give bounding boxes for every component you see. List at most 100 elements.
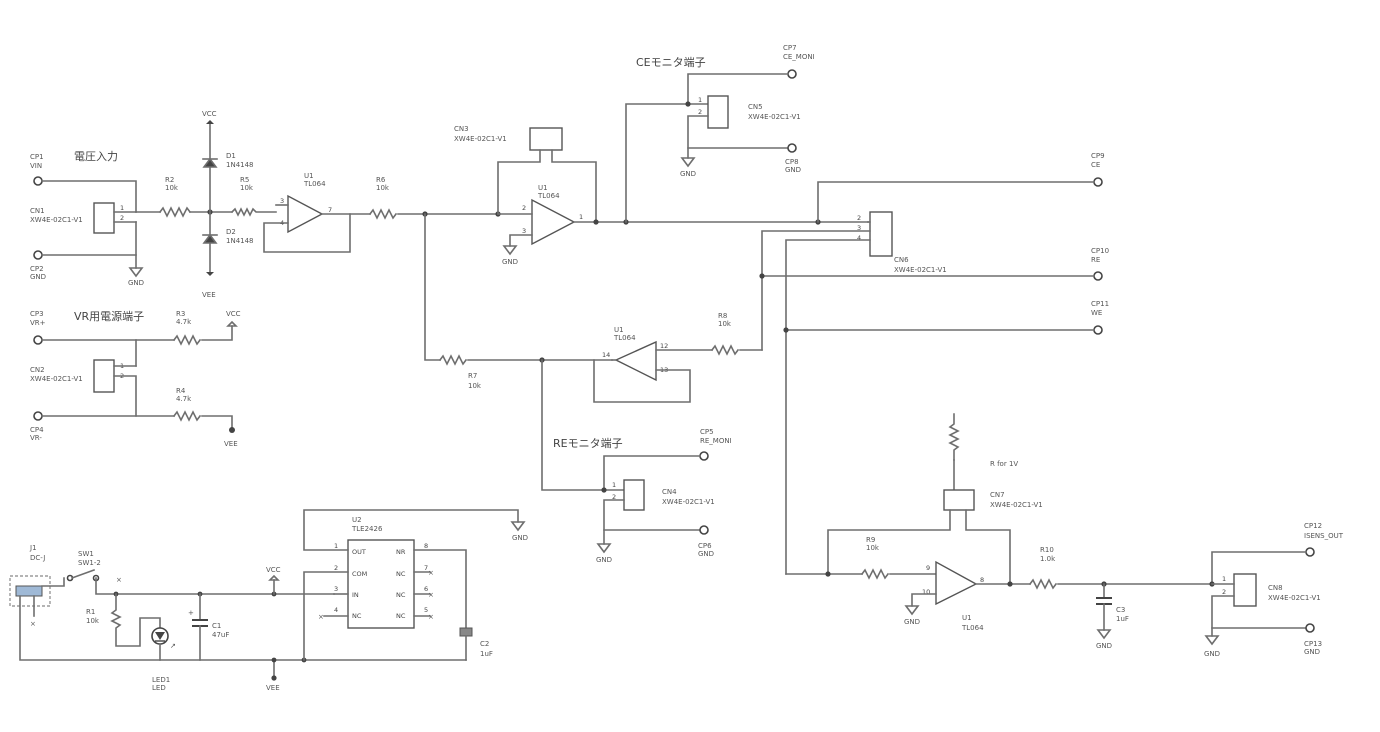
svg-text:8: 8 — [980, 576, 984, 584]
u1d-part: TL064 — [961, 624, 984, 632]
cn6-part: XW4E-02C1-V1 — [894, 266, 947, 274]
cp3-terminal — [33, 335, 43, 345]
r5-ref: R5 — [240, 176, 249, 184]
r8-ref: R8 — [718, 312, 727, 320]
opamp-u1a-stage: 3 4 7 U1 TL064 R6 10k — [263, 172, 501, 253]
r3-value: 4.7k — [176, 318, 192, 326]
cp1-ref: CP1 — [30, 153, 44, 161]
capacitor-c2 — [459, 627, 473, 637]
d2-part: 1N4148 — [226, 237, 254, 245]
wire-vin — [41, 180, 137, 213]
svg-text:IN: IN — [352, 591, 359, 599]
svg-text:1: 1 — [120, 204, 124, 212]
c1-value: 47uF — [212, 631, 229, 639]
svg-text:1: 1 — [334, 542, 338, 550]
svg-text:↗: ↗ — [170, 642, 176, 650]
resistor-r4 — [172, 410, 202, 422]
svg-text:NC: NC — [396, 612, 406, 620]
svg-text:GND: GND — [128, 279, 144, 287]
svg-text:5: 5 — [424, 606, 428, 614]
cp7-terminal — [787, 69, 797, 79]
svg-text:GND: GND — [904, 618, 920, 626]
resistor-r6 — [368, 208, 398, 220]
u1b-part: TL064 — [537, 192, 560, 200]
resistor-r-for-1v — [948, 413, 960, 461]
r7-ref: R7 — [468, 372, 477, 380]
cp13-terminal — [1305, 623, 1315, 633]
current-sense-section: R for 1V CN7 XW4E-02C1-V1 R9 10k 9 10 8 … — [785, 413, 1344, 658]
led1-ref: LED1 — [152, 676, 170, 684]
c2-ref: C2 — [480, 640, 489, 648]
cp4-terminal — [33, 411, 43, 421]
re-monitor-section: REモニタ端子 CP5 RE_MONI 1 2 CN4 XW4E-02C1-V1… — [541, 359, 732, 564]
svg-text:1: 1 — [612, 481, 616, 489]
cp4-net: VR- — [30, 434, 42, 442]
ce-monitor-section: CEモニタ端子 CP7 CE_MONI 1 2 CN5 XW4E-02C1-V1… — [625, 44, 815, 223]
svg-text:GND: GND — [680, 170, 696, 178]
c3-ref: C3 — [1116, 606, 1125, 614]
vr-supply-section: VR用電源端子 CP3 VR+ R3 4.7k VCC CN2 XW4E-02C… — [30, 309, 241, 448]
j1-part: DC-J — [30, 554, 45, 562]
resistor-r3 — [172, 334, 202, 346]
cp1-net: VIN — [30, 162, 42, 170]
input-section: 電圧入力 CP1 VIN CN1 XW4E-02C1-V1 1 2 CP2 GN… — [30, 110, 277, 299]
cp9-ref: CP9 — [1091, 152, 1105, 160]
opamp-u1-tia — [935, 560, 978, 606]
cp12-net: ISENS_OUT — [1304, 532, 1344, 540]
svg-text:2: 2 — [334, 564, 338, 572]
cp8-ref: CP8 — [785, 158, 799, 166]
power-switch — [70, 568, 96, 580]
svg-text:OUT: OUT — [352, 548, 366, 556]
r6-ref: R6 — [376, 176, 386, 184]
r4-value: 4.7k — [176, 395, 192, 403]
cn2-part: XW4E-02C1-V1 — [30, 375, 83, 383]
cp10-ref: CP10 — [1091, 247, 1109, 255]
svg-text:GND: GND — [596, 556, 612, 564]
resistor-r8 — [710, 344, 740, 356]
cp10-terminal — [1093, 271, 1103, 281]
r4-ref: R4 — [176, 387, 186, 395]
opamp-u1-re — [614, 340, 657, 382]
cp1-terminal — [33, 176, 43, 186]
re-buffer-section: R7 10k U1 TL064 14 12 13 R8 10k — [424, 213, 763, 403]
svg-text:3: 3 — [522, 227, 526, 235]
cn3-part: XW4E-02C1-V1 — [454, 135, 507, 143]
svg-text:1: 1 — [698, 96, 702, 104]
cp6-net: GND — [698, 550, 714, 558]
svg-text:1: 1 — [1222, 575, 1226, 583]
cp5-terminal — [699, 451, 709, 461]
cn8-ref: CN8 — [1268, 584, 1283, 592]
cp12-ref: CP12 — [1304, 522, 1322, 530]
gnd-symbol — [128, 267, 144, 278]
u2-ref: U2 — [352, 516, 362, 524]
opamp-u1-ce — [531, 198, 576, 246]
cp11-terminal — [1093, 325, 1103, 335]
svg-text:4: 4 — [334, 606, 338, 614]
cn1-part: XW4E-02C1-V1 — [30, 216, 83, 224]
r5-value: 10k — [240, 184, 254, 192]
svg-text:12: 12 — [660, 342, 668, 350]
svg-text:1: 1 — [579, 213, 583, 221]
r2-ref: R2 — [165, 176, 174, 184]
cp8-terminal — [787, 143, 797, 153]
cn1-connector — [93, 202, 115, 234]
r9-value: 10k — [866, 544, 880, 552]
label-r-for-1v: R for 1V — [990, 460, 1018, 468]
svg-text:7: 7 — [424, 564, 428, 572]
svg-text:NC: NC — [352, 612, 362, 620]
u1c-part: TL064 — [613, 334, 636, 342]
svg-text:8: 8 — [424, 542, 428, 550]
cn2-connector — [93, 359, 115, 393]
r6-value: 10k — [376, 184, 390, 192]
cn4-connector — [623, 479, 645, 511]
cn4-part: XW4E-02C1-V1 — [662, 498, 715, 506]
r2-value: 10k — [165, 184, 179, 192]
j1-ref: J1 — [29, 544, 37, 552]
sw1-part: SW1-2 — [78, 559, 101, 567]
svg-text:VCC: VCC — [226, 310, 241, 318]
cp7-ref: CP7 — [783, 44, 797, 52]
cp5-ref: CP5 — [700, 428, 714, 436]
cp2-terminal — [33, 250, 43, 260]
ic-u2 — [347, 539, 415, 629]
d1-part: 1N4148 — [226, 161, 254, 169]
